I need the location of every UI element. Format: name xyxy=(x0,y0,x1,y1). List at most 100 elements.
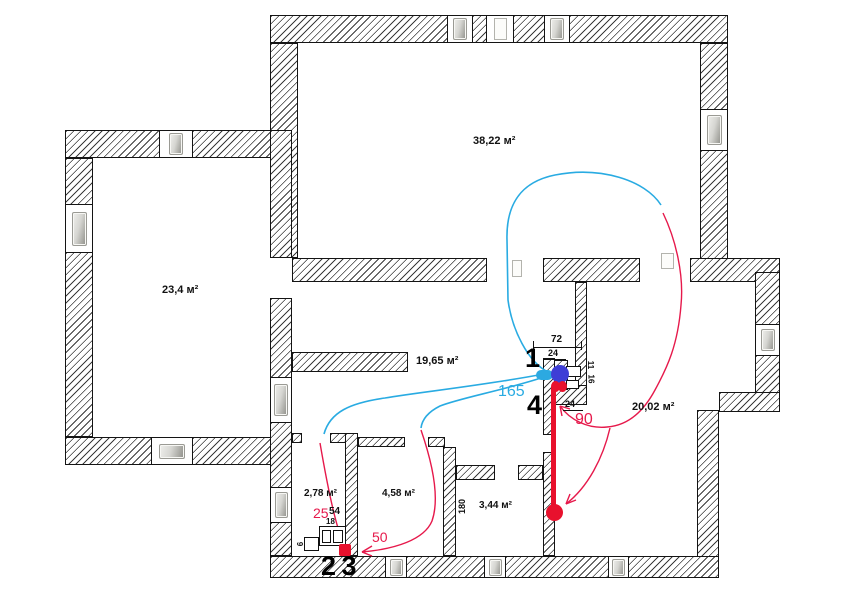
wall-segment xyxy=(330,433,346,443)
door-opening xyxy=(487,15,513,43)
point-label-1: 1 xyxy=(525,343,540,373)
window-icon xyxy=(760,329,775,351)
window-opening xyxy=(152,437,192,465)
node-4-point[interactable] xyxy=(558,381,567,392)
room-label-right: 20,02 м² xyxy=(632,401,675,413)
window-icon xyxy=(612,558,625,576)
node-4-point[interactable] xyxy=(551,381,560,392)
wall-segment xyxy=(65,130,160,158)
node-1-point[interactable] xyxy=(551,365,569,383)
wall-segment xyxy=(292,433,302,443)
wall-segment xyxy=(270,130,292,258)
dimension-line xyxy=(533,347,581,348)
wall-segment xyxy=(700,150,728,262)
room-label-store: 3,44 м² xyxy=(479,500,512,511)
node-2-3-point[interactable] xyxy=(339,544,351,556)
window-opening xyxy=(386,556,406,578)
dim-shaft-top: 24 xyxy=(548,348,559,358)
window-opening xyxy=(545,15,569,43)
pipe-length-red-25: 25 xyxy=(313,505,329,521)
wall-segment xyxy=(406,556,485,578)
wall-segment xyxy=(428,437,445,447)
wall-segment xyxy=(700,43,728,110)
window-icon xyxy=(159,443,185,459)
window-icon xyxy=(453,18,467,40)
window-opening xyxy=(270,378,292,422)
dimension-line xyxy=(323,526,346,527)
wall-segment xyxy=(543,258,640,282)
red-arrow-to-circle xyxy=(565,427,611,505)
window-icon xyxy=(550,18,564,40)
window-opening xyxy=(160,130,192,158)
wall-segment xyxy=(628,556,719,578)
wall-segment xyxy=(358,437,405,447)
dimension-line xyxy=(533,341,534,350)
wall-segment xyxy=(518,465,543,480)
point-label-2-3: 2 3 xyxy=(321,551,357,581)
wall-segment xyxy=(270,522,292,556)
window-opening xyxy=(700,110,728,150)
wall-segment xyxy=(472,15,487,43)
dim-shaft-side-b: 16 xyxy=(586,374,596,384)
dim-fixture-top: 18 xyxy=(326,517,335,526)
wall-segment xyxy=(697,410,719,558)
node-1-pipe-stub[interactable] xyxy=(536,370,553,380)
window-opening xyxy=(485,556,505,578)
wall-segment xyxy=(443,447,456,556)
wall-segment xyxy=(505,556,609,578)
wall-segment xyxy=(65,437,152,465)
room-label-hall: 19,65 м² xyxy=(416,355,459,367)
red-endpoint-circle[interactable] xyxy=(546,504,563,521)
pipe-length-red-90: 90 xyxy=(575,411,593,428)
door-frame-icon xyxy=(512,260,522,277)
red-riser-line xyxy=(551,388,556,510)
dim-shaft-width: 72 xyxy=(551,334,563,345)
dim-fixture-side: 6 xyxy=(296,541,306,547)
riser-box xyxy=(566,380,579,389)
blue-pipe-to-bath xyxy=(420,376,545,429)
pipe-length-red-50: 50 xyxy=(372,529,388,545)
window-icon xyxy=(706,115,722,145)
wall-segment xyxy=(292,258,487,282)
window-icon xyxy=(71,211,87,246)
boiler-box-cell xyxy=(322,530,331,543)
window-opening xyxy=(270,488,292,522)
room-label-left: 23,4 м² xyxy=(162,284,199,296)
boiler-box-cell xyxy=(333,530,343,543)
wall-segment xyxy=(65,252,93,437)
window-icon xyxy=(274,492,288,518)
door-frame-icon xyxy=(493,18,507,40)
wall-segment xyxy=(270,422,292,488)
wall-segment xyxy=(513,15,545,43)
window-icon xyxy=(389,558,403,576)
wall-segment xyxy=(292,352,408,372)
dimension-line xyxy=(581,341,582,350)
window-icon xyxy=(274,384,288,416)
window-icon xyxy=(169,133,183,155)
window-opening xyxy=(65,205,93,252)
wall-segment xyxy=(65,158,93,205)
dim-shaft-side-a: 11 xyxy=(586,360,596,370)
wall-segment xyxy=(270,556,386,578)
wall-segment xyxy=(456,465,495,480)
wall-segment xyxy=(569,15,728,43)
wall-segment xyxy=(345,433,358,556)
window-icon xyxy=(488,558,502,576)
room-label-wc: 2,78 м² xyxy=(304,488,337,499)
wall-segment xyxy=(719,392,780,412)
dim-fixture-width: 54 xyxy=(329,506,341,517)
red-pipe-right-room xyxy=(606,212,683,428)
point-label-4: 4 xyxy=(527,390,542,420)
dimension-line xyxy=(563,410,583,411)
room-label-bath: 4,58 м² xyxy=(382,488,415,499)
wall-segment xyxy=(270,298,292,378)
wall-segment xyxy=(755,272,780,325)
door-frame-icon xyxy=(661,253,674,269)
room-label-top: 38,22 м² xyxy=(473,135,516,147)
dimension-line xyxy=(543,359,566,360)
pipe-length-blue: 165 xyxy=(498,383,525,400)
wall-segment xyxy=(270,15,448,43)
dim-shaft-bottom: 24 xyxy=(565,399,576,409)
boiler-side-box xyxy=(304,537,319,551)
